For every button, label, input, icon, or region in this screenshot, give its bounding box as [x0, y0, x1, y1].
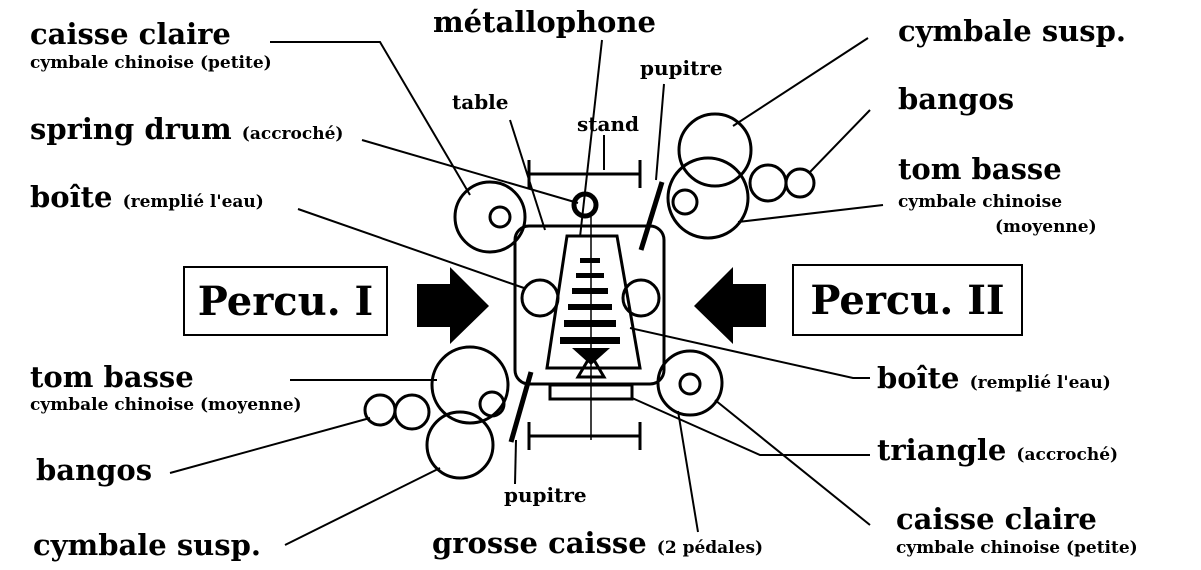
- label-grosse-caisse: grosse caisse (2 pédales): [432, 529, 763, 558]
- label-cymbale-susp-right: cymbale susp.: [898, 14, 1126, 48]
- arrow-right: [417, 267, 489, 344]
- pupitre-bottom-shape: [508, 371, 534, 443]
- snare-left-shape: [453, 180, 527, 254]
- label-triangle: triangle (accroché): [877, 436, 1118, 465]
- metallophone-frame: [545, 234, 642, 370]
- tom-left-shape: [430, 345, 510, 425]
- triangle-shape: [575, 352, 607, 379]
- label-stand: stand: [577, 112, 639, 136]
- label-caisse-claire-left: caisse claire: [30, 17, 231, 51]
- bongo-right-1: [748, 163, 788, 203]
- bongo-left-2: [393, 393, 431, 431]
- label-caisse-claire-right: caisse claire: [896, 502, 1097, 536]
- label-pupitre-bottom: pupitre: [504, 483, 587, 507]
- performer-box-percu-2: Percu. II: [792, 264, 1023, 336]
- label-tom-basse-left: tom basse: [30, 360, 194, 394]
- label-boite-left-note: (remplié l'eau): [122, 192, 264, 212]
- label-spring-drum-name: spring drum: [30, 112, 232, 146]
- box-right-shape: [621, 278, 661, 318]
- label-triangle-note: (accroché): [1016, 445, 1119, 465]
- bongo-left-1: [363, 393, 397, 427]
- label-table: table: [452, 90, 509, 114]
- label-cymbale-susp-left: cymbale susp.: [33, 528, 261, 562]
- label-spring-drum: spring drum (accroché): [30, 115, 343, 144]
- arrow-left: [694, 267, 766, 344]
- label-cymbale-chinoise-right-2: (moyenne): [995, 217, 1097, 237]
- label-bangos-left: bangos: [36, 453, 153, 487]
- label-boite-left: boîte (remplié l'eau): [30, 183, 264, 212]
- label-boite-right-note: (remplié l'eau): [969, 373, 1111, 393]
- cymbal-right-shape: [677, 112, 753, 188]
- label-cymbale-chinoise-petite-left: cymbale chinoise (petite): [30, 53, 272, 73]
- tom-right-shape: [666, 156, 750, 240]
- label-boite-left-name: boîte: [30, 180, 113, 214]
- label-tom-basse-right: tom basse: [898, 152, 1062, 186]
- label-cymbale-chinoise-moyenne-left: cymbale chinoise (moyenne): [30, 395, 302, 415]
- label-grosse-caisse-name: grosse caisse: [432, 526, 647, 560]
- label-spring-drum-note: (accroché): [241, 124, 344, 144]
- label-triangle-name: triangle: [877, 433, 1007, 467]
- pupitre-top-shape: [638, 181, 665, 251]
- label-boite-right-name: boîte: [877, 361, 960, 395]
- label-pupitre-top: pupitre: [640, 56, 723, 80]
- box-left-shape: [520, 278, 560, 318]
- label-bangos-right: bangos: [898, 82, 1015, 116]
- label-cymbale-chinoise-right-1: cymbale chinoise: [898, 192, 1063, 212]
- label-boite-right: boîte (remplié l'eau): [877, 364, 1111, 393]
- label-grosse-caisse-note: (2 pédales): [656, 538, 764, 558]
- label-metallophone: métallophone: [433, 5, 656, 39]
- bongo-right-2: [784, 167, 816, 199]
- snare-right-shape: [656, 349, 724, 417]
- cymbal-left-shape: [425, 410, 495, 480]
- label-cymbale-chinoise-petite-right: cymbale chinoise (petite): [896, 538, 1138, 558]
- performer-box-percu-1: Percu. I: [183, 266, 388, 336]
